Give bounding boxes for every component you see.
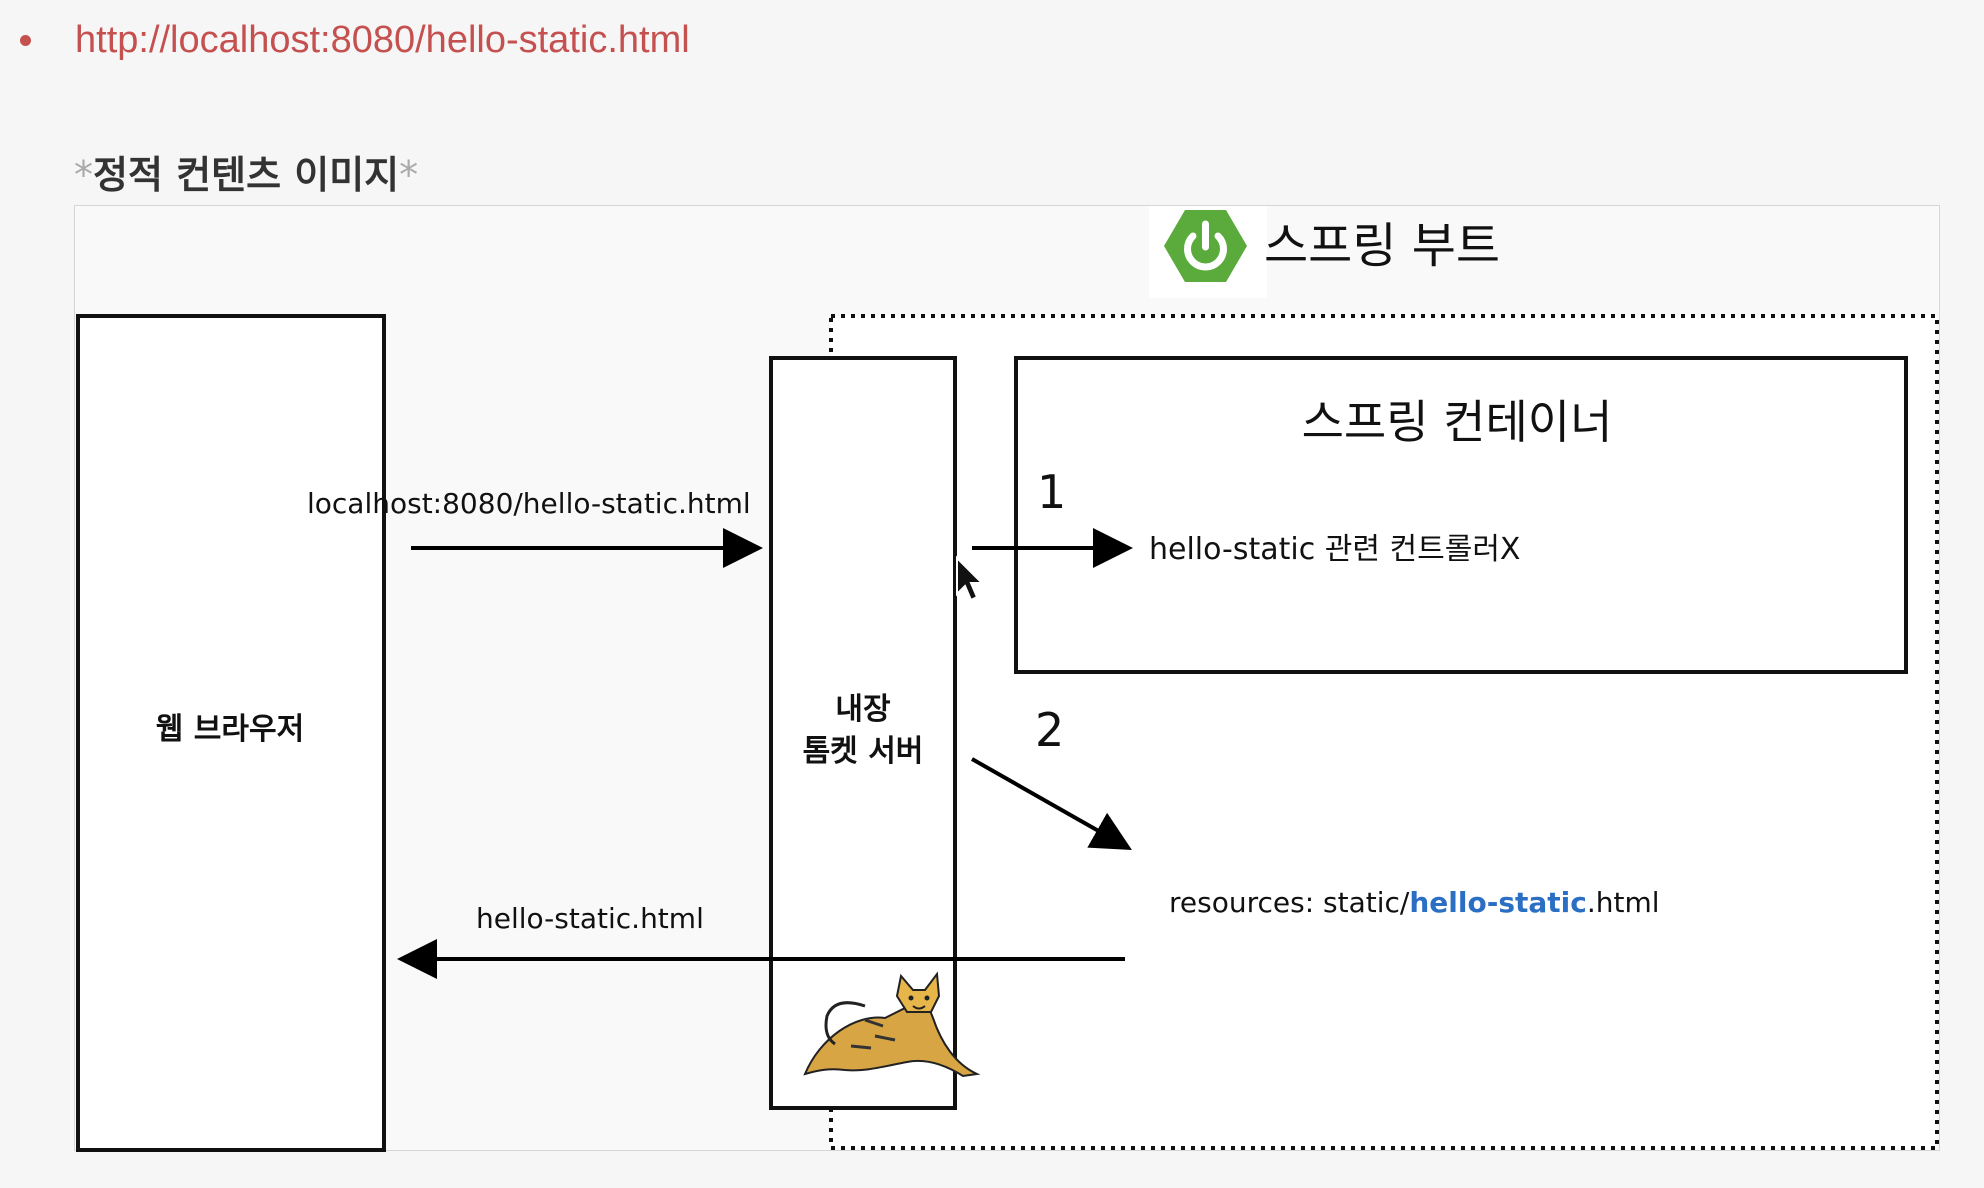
step2-label: 2 (1035, 703, 1064, 757)
controller-label: hello-static 관련 컨트롤러X (1149, 532, 1520, 567)
response-label: hello-static.html (476, 902, 704, 935)
spring-container-box (1014, 356, 1908, 674)
caption-asterisk-left: * (74, 153, 93, 197)
mouse-cursor-icon (956, 555, 985, 602)
resource-prefix: resources: static/ (1169, 886, 1410, 919)
spring-container-label: 스프링 컨테이너 (1302, 395, 1613, 449)
request-label: localhost:8080/hello-static.html (307, 487, 751, 520)
tomcat-label-line1: 내장 (835, 692, 891, 727)
resource-arrow (971, 757, 1132, 850)
web-browser-label: 웹 브라우저 (156, 712, 304, 747)
bullet-icon (20, 34, 31, 46)
spring-boot-label: 스프링 부트 (1264, 218, 1500, 274)
figure-caption: *정적 컨텐츠 이미지* (74, 144, 418, 199)
caption-asterisk-right: * (399, 153, 419, 197)
step1-label: 1 (1037, 465, 1066, 519)
web-browser-box (76, 314, 386, 1152)
resource-highlight: hello-static (1409, 886, 1587, 919)
tomcat-server-box (769, 356, 957, 1110)
spring-boot-power-icon (1149, 206, 1267, 298)
link-row: http://localhost:8080/hello-static.html (18, 14, 690, 66)
tomcat-label-line2: 톰켓 서버 (803, 734, 924, 769)
tomcat-cat-icon (803, 971, 981, 1078)
caption-title: 정적 컨텐츠 이미지 (93, 153, 400, 197)
static-content-diagram: 스프링 부트 웹 브라우저 내장 톰켓 서버 스프링 컨테이너 localhos… (74, 205, 1940, 1152)
localhost-link[interactable]: http://localhost:8080/hello-static.html (75, 18, 690, 61)
resource-label: resources: static/hello-static.html (1169, 886, 1660, 919)
diagram-canvas: 스프링 부트 웹 브라우저 내장 톰켓 서버 스프링 컨테이너 localhos… (76, 206, 1939, 1152)
resource-suffix: .html (1587, 886, 1660, 919)
